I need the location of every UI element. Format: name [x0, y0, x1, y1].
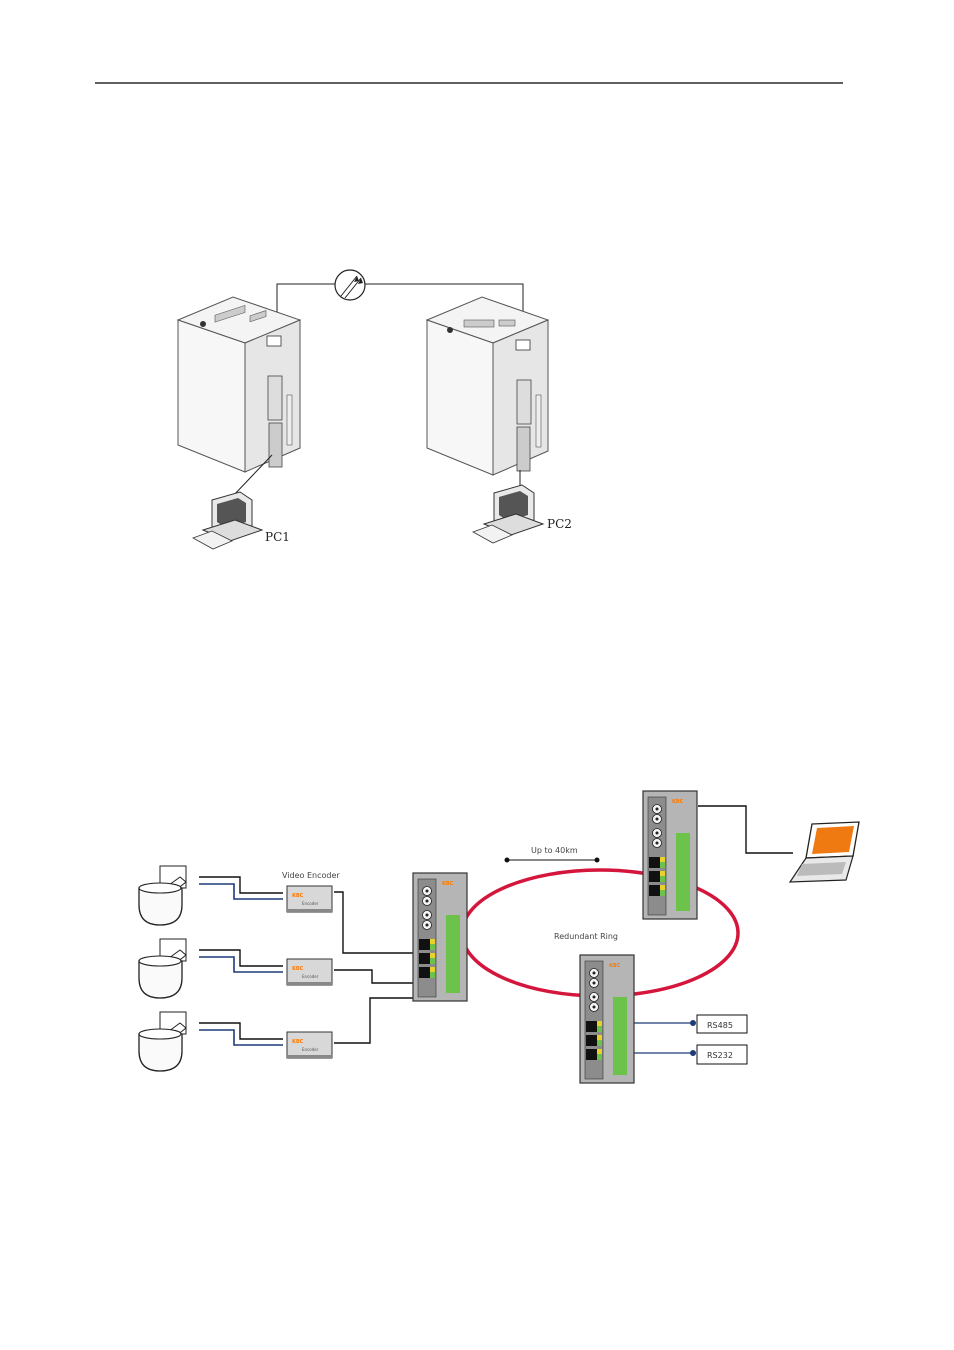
- pc1-label: PC1: [265, 530, 290, 544]
- pc1-computer-icon: [192, 491, 264, 550]
- industrial-switch-2: [425, 296, 550, 476]
- ring-switch-bottom: KBC: [579, 954, 635, 1084]
- video-encoder-3: KBC Encoder: [286, 1031, 333, 1059]
- figure-1-pc-to-pc-diagram: PC1 PC2: [176, 269, 572, 550]
- ethernet-port: [649, 857, 660, 868]
- ethernet-port: [649, 871, 660, 882]
- encoder-3-uplink: [334, 997, 414, 1044]
- pc1-cable: [231, 454, 273, 498]
- rs232-label: RS232: [707, 1051, 733, 1060]
- laptop-icon: [788, 821, 860, 883]
- control-cable: [199, 956, 283, 973]
- ring-label: Redundant Ring: [554, 932, 618, 941]
- ptz-camera-3: [138, 1011, 187, 1072]
- ethernet-port: [586, 1021, 597, 1032]
- rs232-device-box: [696, 1044, 748, 1065]
- rs485-connector-dot: [690, 1020, 696, 1026]
- pc2-computer-icon: [472, 484, 545, 544]
- encoder-box-label: Encoder: [302, 974, 319, 979]
- ethernet-port: [419, 939, 430, 950]
- rs485-label: RS485: [707, 1021, 733, 1030]
- ring-switch-main: KBC: [412, 872, 468, 1002]
- encoder-box-label: Encoder: [302, 901, 319, 906]
- ptz-camera-1: [138, 865, 187, 926]
- status-panel: [446, 915, 460, 993]
- encoder-2-uplink: [334, 969, 414, 984]
- video-cable: [199, 949, 283, 967]
- encoder-brand-mark: KBC: [292, 1039, 304, 1045]
- rs485-device-box: [696, 1014, 748, 1034]
- video-encoder-2: KBC Encoder: [286, 958, 333, 986]
- ethernet-port: [649, 885, 660, 896]
- video-encoder-label: Video Encoder: [282, 871, 340, 880]
- ring-switch-top: KBC: [642, 790, 698, 920]
- encoder-1-uplink: [334, 891, 414, 954]
- ethernet-port: [419, 967, 430, 978]
- video-cable: [199, 1022, 283, 1040]
- distance-label: Up to 40km: [531, 846, 578, 855]
- encoder-brand-mark: KBC: [292, 966, 304, 972]
- encoder-box-label: Encoder: [302, 1047, 319, 1052]
- rs232-connector-dot: [690, 1050, 696, 1056]
- switch-brand-mark: KBC: [672, 799, 684, 805]
- distance-marker-dot-right: [594, 857, 600, 863]
- ethernet-port: [419, 953, 430, 964]
- control-cable: [199, 883, 283, 900]
- industrial-switch-1: [176, 296, 302, 473]
- video-cable: [199, 876, 283, 894]
- status-panel: [676, 833, 690, 911]
- control-cable: [199, 1029, 283, 1046]
- switch-brand-mark: KBC: [609, 963, 621, 969]
- video-encoder-1: KBC Encoder: [286, 885, 333, 913]
- ethernet-port: [586, 1049, 597, 1060]
- laptop-cable: [698, 805, 793, 854]
- ptz-camera-2: [138, 938, 187, 999]
- status-panel: [613, 997, 627, 1075]
- switch-brand-mark: KBC: [442, 881, 454, 887]
- crossover-icon: [334, 269, 366, 301]
- laptop-screen: [812, 826, 854, 854]
- figure-2-redundant-ring-diagram: Up to 40km Redundant Ring Video Encoder …: [138, 790, 860, 1084]
- distance-marker-dot-left: [504, 857, 510, 863]
- encoder-brand-mark: KBC: [292, 893, 304, 899]
- ethernet-port: [586, 1035, 597, 1046]
- pc2-label: PC2: [547, 517, 572, 531]
